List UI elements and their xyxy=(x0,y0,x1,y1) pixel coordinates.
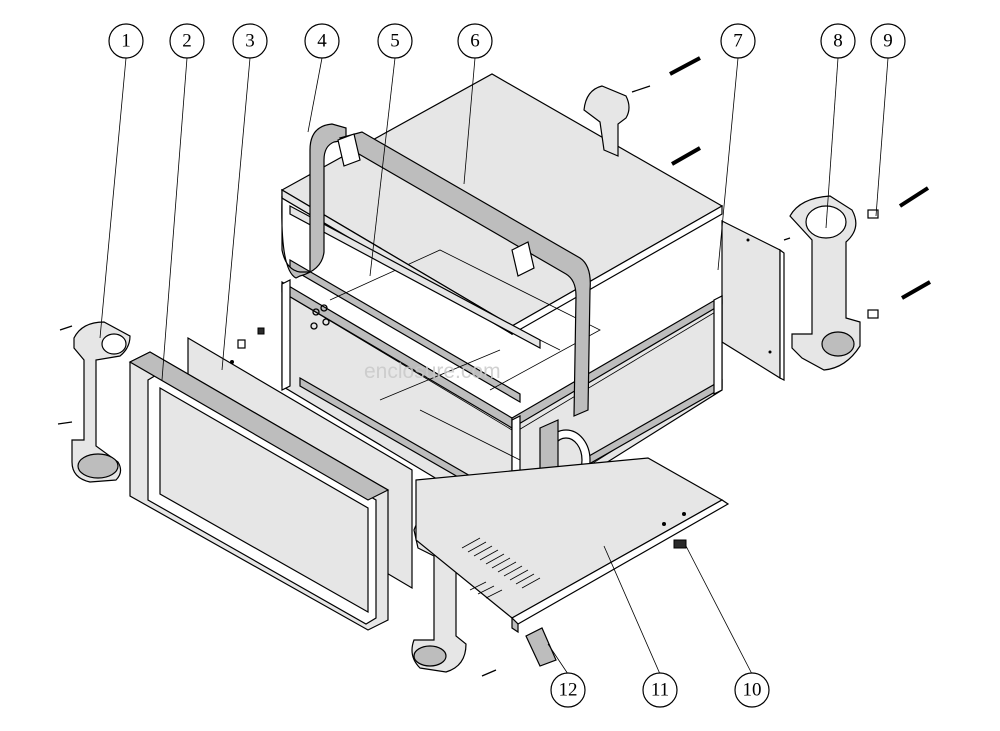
callout-2: 2 xyxy=(169,23,205,59)
callout-11-label: 11 xyxy=(651,680,669,701)
callout-2-label: 2 xyxy=(182,31,192,52)
callout-6-label: 6 xyxy=(470,31,480,52)
callout-10-label: 10 xyxy=(743,680,762,701)
callout-7: 7 xyxy=(720,23,756,59)
callout-4: 4 xyxy=(304,23,340,59)
callout-4-label: 4 xyxy=(317,31,327,52)
callout-10: 10 xyxy=(734,672,770,708)
rear-panel xyxy=(721,220,785,381)
callout-5: 5 xyxy=(377,23,413,59)
callout-8: 8 xyxy=(820,23,856,59)
callout-9: 9 xyxy=(870,23,906,59)
rear-handle xyxy=(583,85,651,157)
callout-3-label: 3 xyxy=(245,31,255,52)
right-side-handle xyxy=(789,195,861,371)
callouts: 1 2 3 4 5 6 7 8 xyxy=(99,23,906,708)
callout-3: 3 xyxy=(232,23,268,59)
foot xyxy=(481,627,557,677)
callout-8-label: 8 xyxy=(833,31,843,52)
callout-9-label: 9 xyxy=(883,31,893,52)
inner-shelf xyxy=(281,188,541,350)
callout-6: 6 xyxy=(457,23,493,59)
screws xyxy=(669,56,931,319)
screw-pin xyxy=(673,539,687,549)
callout-12-label: 12 xyxy=(559,680,578,701)
watermark-text: enclosure.com xyxy=(364,360,501,383)
callout-1: 1 xyxy=(108,23,144,59)
callout-5-label: 5 xyxy=(390,31,400,52)
bottom-plate xyxy=(415,457,730,634)
left-side-handle xyxy=(57,321,131,483)
callout-12: 12 xyxy=(550,672,586,708)
callout-7-label: 7 xyxy=(733,31,743,52)
callout-1-label: 1 xyxy=(121,31,131,52)
callout-11: 11 xyxy=(642,672,678,708)
front-bezel xyxy=(128,351,390,631)
